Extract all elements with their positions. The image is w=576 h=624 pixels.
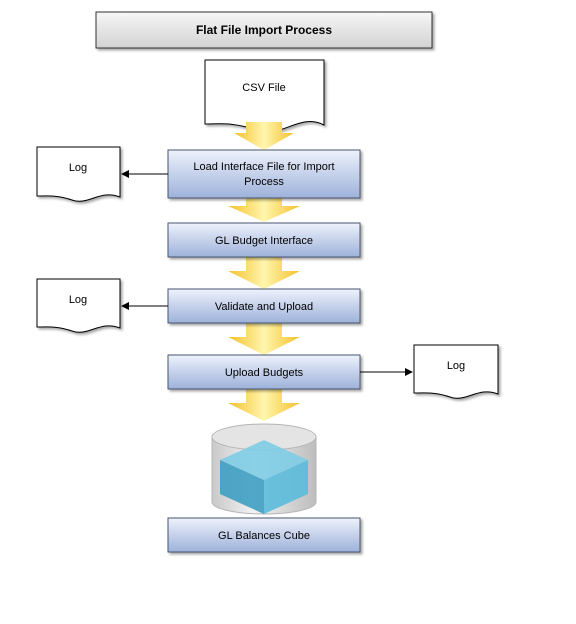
log-document-load: Log — [36, 146, 121, 202]
title-box: Flat File Import Process — [95, 11, 433, 49]
gl-balances-cube-database — [211, 423, 317, 515]
csv-file-label: CSV File — [242, 82, 285, 94]
step-gl-budget-interface-label: GL Budget Interface — [215, 235, 313, 247]
csv-file-document: CSV File — [204, 59, 325, 133]
step-validate-upload: Validate and Upload — [167, 288, 361, 324]
flow-arrow-4 — [228, 323, 300, 355]
log-document-validate: Log — [36, 278, 121, 333]
step-load-interface-line2: Process — [244, 176, 284, 188]
flow-arrow-5 — [228, 389, 300, 421]
step-upload-budgets-label: Upload Budgets — [225, 367, 304, 379]
step-gl-balances-cube-label: GL Balances Cube — [218, 530, 310, 542]
flow-arrow-3 — [228, 257, 300, 289]
step-load-interface-file: Load Interface File for Import Process — [167, 149, 361, 199]
flow-arrow-2 — [228, 198, 300, 222]
flow-arrow-1 — [234, 122, 294, 150]
diagram-title: Flat File Import Process — [196, 23, 332, 37]
step-gl-budget-interface: GL Budget Interface — [167, 222, 361, 258]
cube-icon — [220, 440, 308, 514]
log-document-upload: Log — [413, 344, 499, 399]
step-load-interface-line1: Load Interface File for Import — [193, 161, 334, 173]
step-upload-budgets: Upload Budgets — [167, 354, 361, 390]
step-validate-upload-label: Validate and Upload — [215, 301, 313, 313]
log-upload-label: Log — [447, 360, 465, 372]
log-load-label: Log — [69, 162, 87, 174]
step-gl-balances-cube: GL Balances Cube — [167, 517, 361, 553]
log-validate-label: Log — [69, 294, 87, 306]
